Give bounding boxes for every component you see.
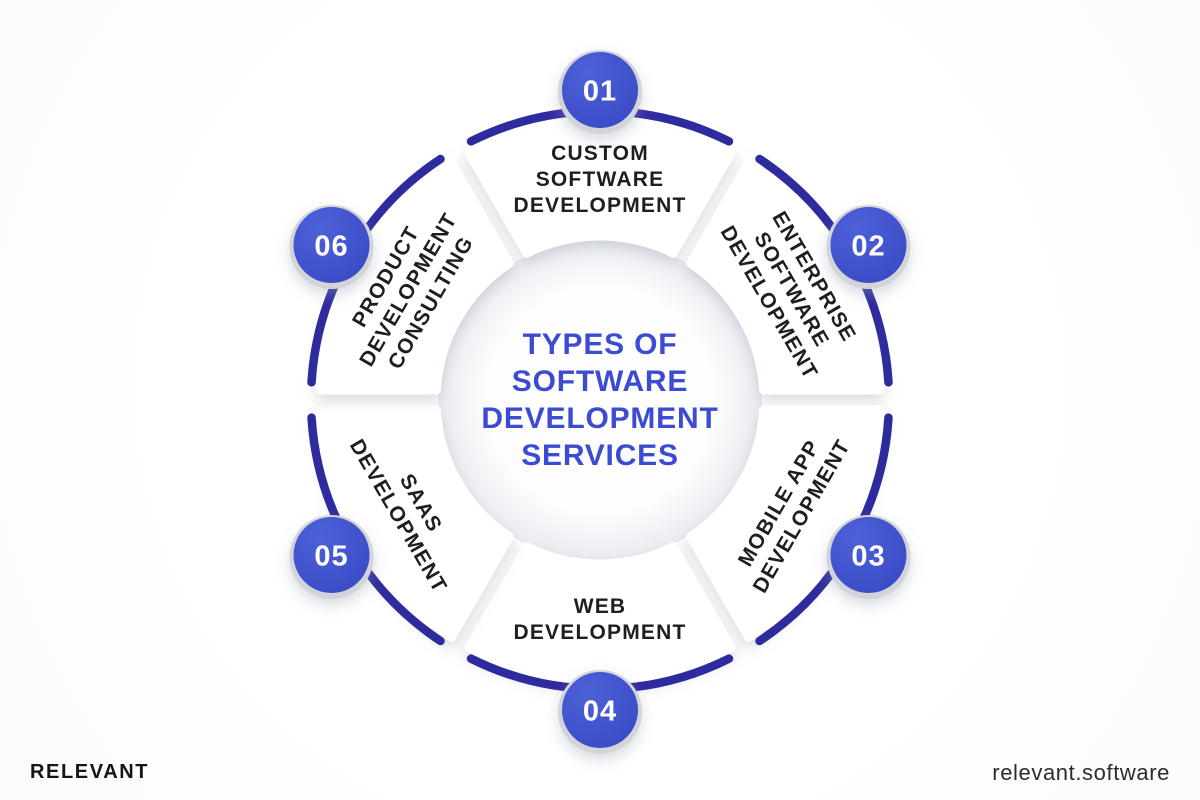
badge-03-number: 03 xyxy=(851,541,885,573)
title-line-1: TYPES OF xyxy=(522,328,678,361)
segment-01-wedge xyxy=(464,115,736,258)
segment-02-wedge xyxy=(686,158,885,395)
title-line-2: SOFTWARE xyxy=(511,365,689,398)
website-text: relevant.software xyxy=(992,760,1170,785)
segment-04-wedge xyxy=(464,542,736,685)
badge-05-circle xyxy=(293,517,370,593)
badge-01-circle xyxy=(562,52,638,128)
badge-02-circle xyxy=(830,207,907,283)
segment-06-wedge xyxy=(315,158,514,395)
center-hole xyxy=(438,238,762,562)
brand-logo: RELEVANT xyxy=(30,761,150,783)
title-line-3: DEVELOPMENT xyxy=(481,402,719,435)
badge-05-number: 05 xyxy=(314,541,348,573)
title-line-4: SERVICES xyxy=(521,439,679,472)
badge-04-circle xyxy=(562,672,638,748)
diagram-title: TYPES OF SOFTWARE DEVELOPMENT SERVICES xyxy=(481,326,718,474)
badge-06-circle xyxy=(293,207,370,283)
badge-03-circle xyxy=(830,517,907,593)
badge-04-number: 04 xyxy=(583,696,617,728)
badge-02-number: 02 xyxy=(851,231,885,263)
segment-05-wedge xyxy=(315,405,514,642)
badge-06-number: 06 xyxy=(314,231,348,263)
segment-03-wedge xyxy=(686,405,885,642)
badge-01-number: 01 xyxy=(583,76,617,108)
